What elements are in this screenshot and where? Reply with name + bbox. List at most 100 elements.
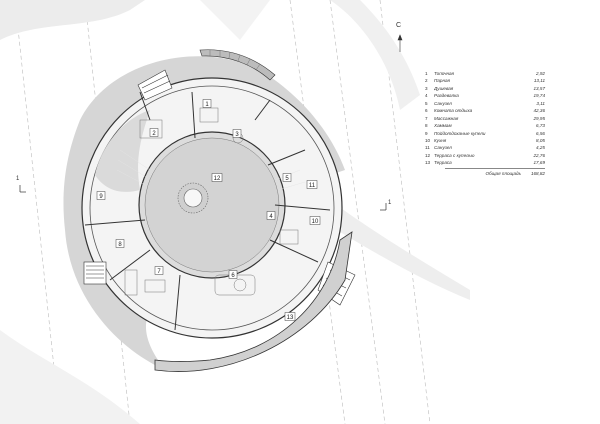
legend-area: 2,92 <box>536 71 545 76</box>
legend-area: 22,76 <box>533 152 546 158</box>
room-number: 4 <box>269 214 273 220</box>
legend-num: 3 <box>425 85 428 91</box>
total-value: 168,82 <box>530 170 545 176</box>
legend-name: Терраса с купелью <box>434 152 475 158</box>
legend-name: Терраса <box>434 160 452 166</box>
room-label-box <box>115 239 125 248</box>
room-label-box <box>211 173 223 182</box>
room-number: 3 <box>235 132 239 138</box>
room-label-box <box>282 173 292 182</box>
legend-num: 10 <box>425 137 431 143</box>
legend-area: 13,11 <box>533 78 545 84</box>
room-label-11: 11 <box>306 180 318 189</box>
room-number: 7 <box>157 269 161 275</box>
legend-area: 13,57 <box>533 85 546 91</box>
legend-name: Санузел <box>434 145 452 151</box>
room-label-2: 2 <box>149 128 159 137</box>
legend-num: 5 <box>425 100 428 106</box>
room-label-5: 5 <box>282 173 292 182</box>
landscape-shapes <box>0 0 470 424</box>
room-label-box <box>306 180 318 189</box>
terrace-arc <box>154 231 353 372</box>
north-arrow <box>397 34 403 52</box>
legend-area: 42,36 <box>533 108 546 114</box>
legend-area: 6,56 <box>536 130 545 136</box>
room-label-box <box>309 216 321 225</box>
room-number: 13 <box>287 315 294 321</box>
legend-num: 6 <box>425 108 428 114</box>
room-label-box <box>202 99 212 108</box>
room-number: 5 <box>285 176 289 182</box>
room-label-4: 4 <box>266 211 276 220</box>
legend-num: 11 <box>425 145 430 151</box>
room-label-8: 8 <box>115 239 125 248</box>
legend-num: 13 <box>425 160 431 166</box>
legend-name: Душевая <box>434 85 454 91</box>
room-label-9: 9 <box>96 191 106 200</box>
room-number: 6 <box>231 273 235 279</box>
room-label-box <box>266 211 276 220</box>
legend-area: 17,69 <box>533 160 546 166</box>
legend-area: 3,11 <box>536 100 545 106</box>
room-label-6: 6 <box>228 270 238 279</box>
legend-row: 3 Душевая 13,57 <box>425 85 545 92</box>
room-number: 9 <box>99 194 103 200</box>
legend-num: 4 <box>425 93 428 99</box>
legend-row: 2 Парная 13,11 <box>425 77 545 84</box>
room-number: 10 <box>312 219 319 225</box>
legend-area: 8,05 <box>536 137 545 143</box>
room-number: 11 <box>309 183 316 189</box>
legend-name: Кухня <box>434 137 447 143</box>
room-label-13: 13 <box>284 312 296 321</box>
legend-name: Парная <box>434 78 450 84</box>
legend-area: 4,25 <box>536 145 545 151</box>
room-number: 2 <box>152 131 156 137</box>
legend-area: 29,95 <box>533 115 546 121</box>
legend-name: Топочная <box>434 71 454 76</box>
room-label-box <box>228 270 238 279</box>
room-label-10: 10 <box>309 216 321 225</box>
legend-name: Комната отдыха <box>434 108 473 114</box>
room-number: 1 <box>205 102 209 108</box>
legend-num: 12 <box>425 152 431 158</box>
section-label-right: 1 <box>388 200 392 206</box>
legend-divider <box>445 167 545 169</box>
legend-name: Санузел <box>434 100 452 106</box>
legend-row: 5 Санузел 3,11 <box>425 100 545 107</box>
legend-name: Пойдотдоханые купели <box>434 130 486 136</box>
north-label: С <box>396 22 402 29</box>
legend-name: Массажная <box>434 115 459 121</box>
room-label-7: 7 <box>154 266 164 275</box>
legend-row: 1 Топочная 2,92 <box>425 70 545 77</box>
legend-num: 1 <box>425 71 428 76</box>
legend-row: 9 Пойдотдоханые купели 6,56 <box>425 130 545 137</box>
building <box>81 69 356 339</box>
section-line-left <box>19 185 26 193</box>
legend-name: Хаммам <box>434 123 452 129</box>
section-line-right <box>380 203 387 211</box>
legend-row: 6 Комната отдыха 42,36 <box>425 107 545 114</box>
legend-area: 6,73 <box>536 123 545 129</box>
room-label-12: 12 <box>211 173 223 182</box>
legend-row: 7 Массажная 29,95 <box>425 115 545 122</box>
bench-slats <box>209 50 261 71</box>
legend-num: 2 <box>425 78 428 84</box>
room-label-3: 3 <box>232 129 242 138</box>
top-bench-arc <box>199 49 276 81</box>
room-label-box <box>96 191 106 200</box>
room-number: 8 <box>118 242 122 248</box>
legend-num: 9 <box>425 130 428 136</box>
room-label-box <box>232 129 242 138</box>
legend-row: 11 Санузел 4,25 <box>425 144 545 151</box>
legend-num: 7 <box>425 115 428 121</box>
room-label-box <box>284 312 296 321</box>
legend-name: Раздевалка <box>434 93 459 99</box>
room-label-1: 1 <box>202 99 212 108</box>
